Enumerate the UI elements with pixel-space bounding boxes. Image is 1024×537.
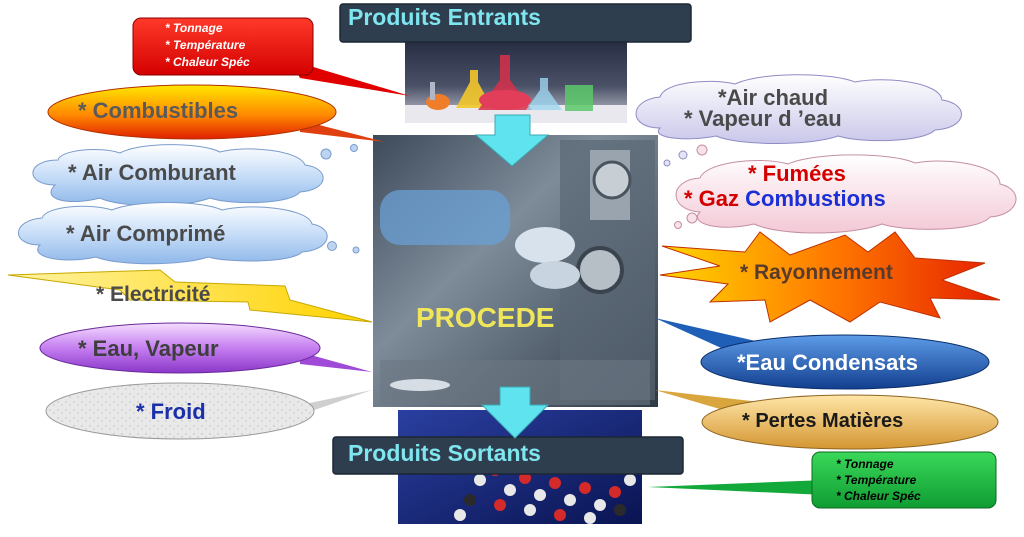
rayonnement-burst — [659, 231, 1001, 323]
incoming-banner-label: Produits Entrants — [348, 4, 541, 30]
outgoing-arrow — [480, 386, 550, 439]
froid-bubble — [45, 382, 372, 440]
eau-condensats-label: *Eau Condensats — [737, 350, 918, 375]
combustibles-bubble — [47, 84, 385, 142]
froid-label: * Froid — [136, 399, 206, 424]
outgoing-note-line-tonnage: * Tonnage — [836, 457, 894, 471]
pertes-matieres-bubble — [655, 390, 999, 450]
outgoing-note-callout — [648, 451, 997, 509]
outgoing-note-line-temperature: * Température — [836, 473, 917, 487]
outgoing-note-line-chaleur: * Chaleur Spéc — [836, 489, 921, 503]
air-comburant-cloud — [32, 144, 358, 206]
fumees-cloud — [674, 144, 1017, 234]
incoming-arrow — [474, 114, 550, 167]
pertes-matieres-label: * Pertes Matières — [742, 410, 904, 432]
incoming-banner-bg — [339, 3, 692, 43]
outgoing-banner-bg — [332, 436, 684, 475]
incoming-note-text: * Tonnage * Température * Chaleur Spéc — [165, 20, 250, 71]
eau-vapeur-bubble — [39, 322, 372, 374]
air-comprime-label: * Air Comprimé — [66, 221, 226, 246]
combustibles-label: * Combustibles — [78, 98, 239, 123]
outgoing-note-text: * Tonnage * Température * Chaleur Spéc — [836, 456, 921, 504]
outgoing-banner-label: Produits Sortants — [348, 440, 541, 466]
process-label: PROCEDE — [416, 302, 555, 333]
incoming-note-line-chaleur: * Chaleur Spéc — [165, 55, 250, 69]
rayonnement-label: * Rayonnement — [740, 261, 893, 284]
incoming-note-callout — [132, 17, 410, 96]
incoming-note-line-temperature: * Température — [165, 38, 246, 52]
air-chaud-cloud — [635, 74, 962, 167]
vapeur-eau-label: * Vapeur d ’eau — [684, 106, 842, 131]
air-comburant-label: * Air Comburant — [68, 160, 236, 185]
combustions-label: Combustions — [745, 186, 886, 211]
air-comprime-cloud — [18, 202, 360, 265]
electricite-label: * Electricité — [96, 283, 211, 306]
incoming-products-photo — [405, 30, 627, 123]
gaz-combustions-label: * Gaz Combustions — [684, 188, 886, 210]
gaz-label: * Gaz — [684, 186, 740, 211]
incoming-note-line-tonnage: * Tonnage — [165, 21, 223, 35]
electricite-lightning — [7, 269, 373, 323]
air-chaud-label: *Air chaud — [718, 85, 829, 110]
fumees-label: * Fumées — [748, 161, 846, 186]
eau-vapeur-label: * Eau, Vapeur — [78, 336, 219, 361]
eau-condensats-bubble — [655, 318, 990, 390]
process-photo — [373, 135, 658, 407]
